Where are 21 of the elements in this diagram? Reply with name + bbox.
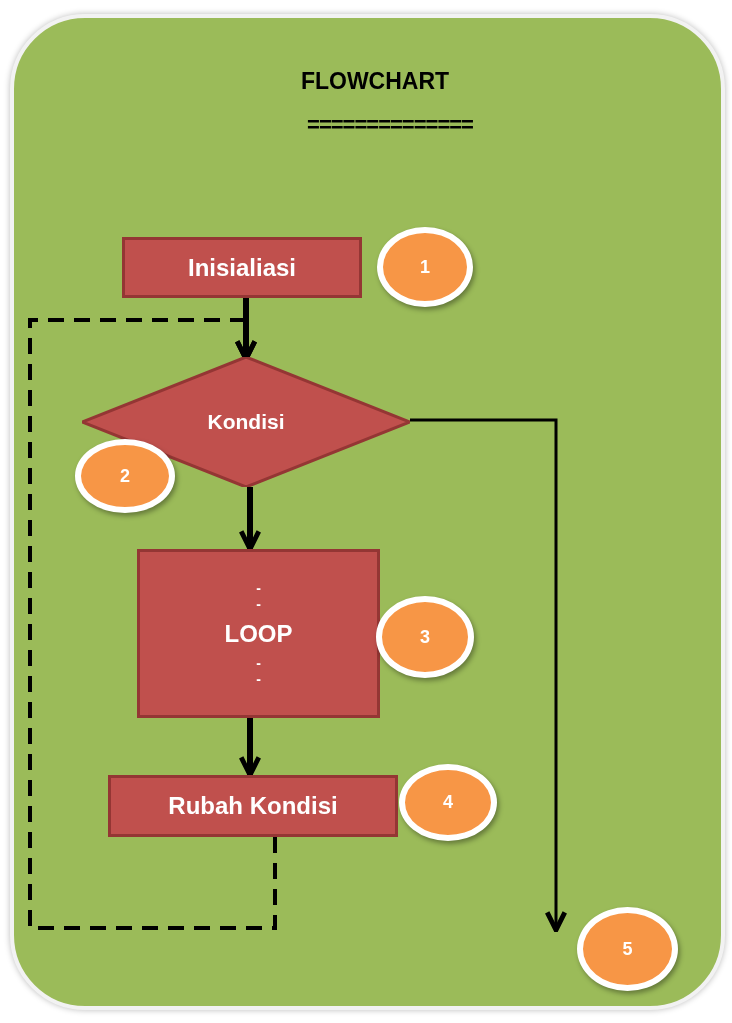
decision-diamond	[82, 357, 410, 487]
step-number: 2	[120, 465, 130, 487]
box-label: -	[256, 655, 261, 672]
process-box	[108, 775, 398, 837]
step-number: 3	[420, 626, 430, 648]
box-label: -	[256, 579, 261, 596]
step-number: 5	[622, 938, 633, 960]
arrow	[410, 418, 568, 933]
title: FLOWCHART	[299, 68, 451, 95]
process-box	[137, 549, 380, 718]
decision-label: Kondisi	[207, 410, 285, 434]
box-label: -	[256, 595, 261, 612]
box-label: Rubah Kondisi	[168, 792, 338, 820]
step-number: 1	[420, 256, 430, 278]
process-box	[122, 237, 362, 298]
divider-text: ==============	[306, 112, 474, 138]
box-label: -	[256, 671, 261, 688]
dashed-arrow	[28, 318, 277, 930]
step-number: 4	[443, 792, 453, 813]
box-label: Inisialiasi	[187, 253, 297, 282]
box-label: LOOP	[224, 619, 293, 648]
